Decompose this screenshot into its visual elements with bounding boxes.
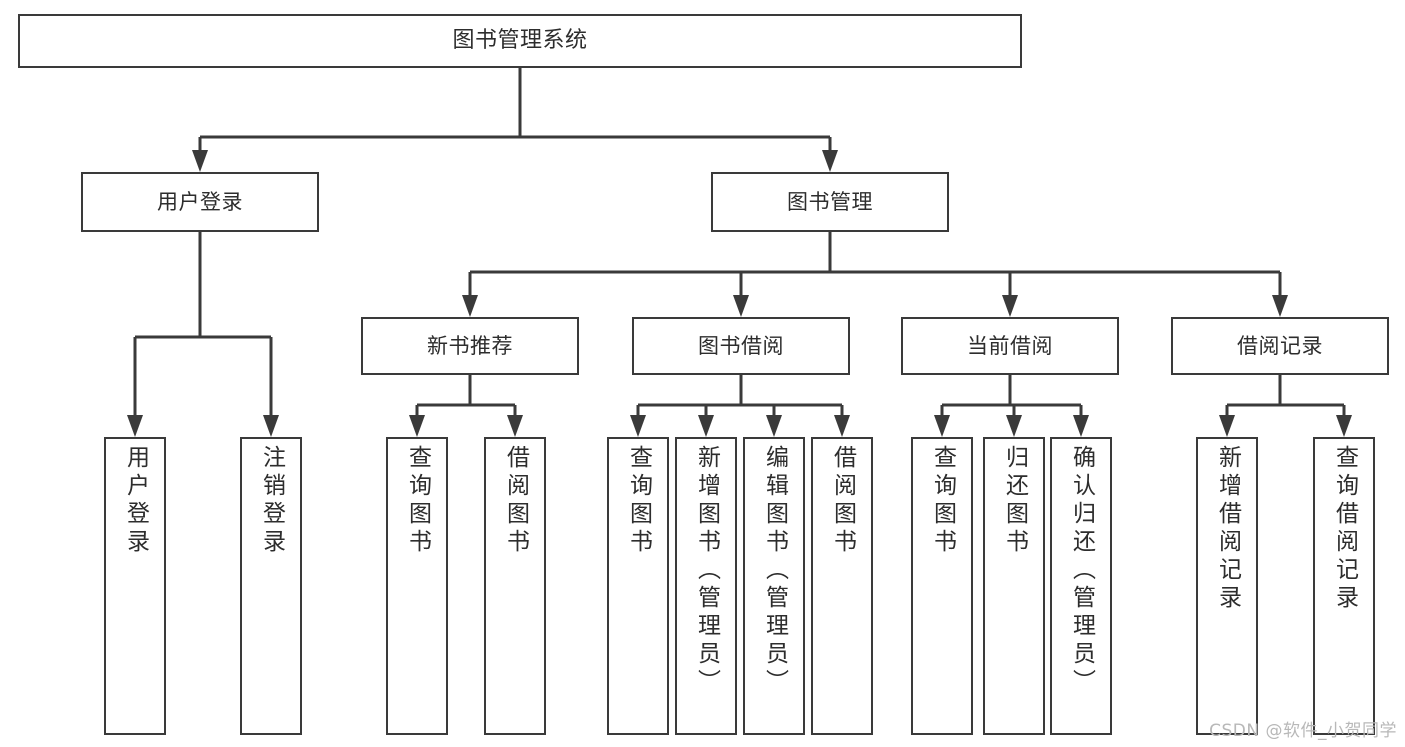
node-label: 图书借阅	[698, 333, 784, 358]
arrowhead	[698, 415, 714, 437]
node-borrow-record[interactable]: 借阅记录	[1171, 317, 1389, 375]
node-leaf-query-book-1[interactable]: 查询图书	[386, 437, 448, 735]
arrowhead	[192, 150, 208, 172]
node-label: 借阅图书	[502, 445, 529, 557]
node-label: 图书管理	[787, 189, 873, 214]
node-leaf-user-logout[interactable]: 注销登录	[240, 437, 302, 735]
node-root[interactable]: 图书管理系统	[18, 14, 1022, 68]
node-label: 确认归还（管理员）	[1068, 445, 1095, 697]
arrowhead	[630, 415, 646, 437]
node-leaf-edit-book[interactable]: 编辑图书（管理员）	[743, 437, 805, 735]
node-label: 查询图书	[625, 445, 652, 557]
node-label: 查询图书	[404, 445, 431, 557]
node-leaf-borrow-book-2[interactable]: 借阅图书	[811, 437, 873, 735]
node-leaf-add-book[interactable]: 新增图书（管理员）	[675, 437, 737, 735]
node-user-login[interactable]: 用户登录	[81, 172, 319, 232]
arrowhead	[1006, 415, 1022, 437]
node-label: 编辑图书（管理员）	[761, 445, 788, 697]
arrowhead	[127, 415, 143, 437]
arrowhead	[834, 415, 850, 437]
node-leaf-user-login[interactable]: 用户登录	[104, 437, 166, 735]
arrowhead	[462, 295, 478, 317]
node-label: 注销登录	[258, 445, 285, 557]
arrowhead	[263, 415, 279, 437]
node-label: 当前借阅	[967, 333, 1053, 358]
node-leaf-query-record[interactable]: 查询借阅记录	[1313, 437, 1375, 735]
node-label: 查询图书	[929, 445, 956, 557]
arrowhead	[409, 415, 425, 437]
node-label: 用户登录	[157, 189, 243, 214]
arrowhead	[733, 295, 749, 317]
node-leaf-query-book-3[interactable]: 查询图书	[911, 437, 973, 735]
node-label: 借阅记录	[1237, 333, 1323, 358]
node-label: 查询借阅记录	[1331, 445, 1358, 613]
arrowhead	[1073, 415, 1089, 437]
node-leaf-query-book-2[interactable]: 查询图书	[607, 437, 669, 735]
arrowhead	[1002, 295, 1018, 317]
arrowhead	[1272, 295, 1288, 317]
node-label: 用户登录	[122, 445, 149, 557]
arrowhead	[934, 415, 950, 437]
node-label: 新增借阅记录	[1214, 445, 1241, 613]
node-label: 图书管理系统	[452, 28, 588, 54]
arrowhead	[822, 150, 838, 172]
node-book-borrow[interactable]: 图书借阅	[632, 317, 850, 375]
node-current-borrow[interactable]: 当前借阅	[901, 317, 1119, 375]
watermark: CSDN @软件_小贺同学	[1209, 721, 1397, 741]
node-new-book-recommend[interactable]: 新书推荐	[361, 317, 579, 375]
arrowhead	[1219, 415, 1235, 437]
arrowhead	[507, 415, 523, 437]
node-label: 新书推荐	[427, 333, 513, 358]
node-leaf-return-book[interactable]: 归还图书	[983, 437, 1045, 735]
node-label: 借阅图书	[829, 445, 856, 557]
arrowhead	[1336, 415, 1352, 437]
node-book-manage[interactable]: 图书管理	[711, 172, 949, 232]
node-leaf-confirm-return[interactable]: 确认归还（管理员）	[1050, 437, 1112, 735]
node-leaf-add-record[interactable]: 新增借阅记录	[1196, 437, 1258, 735]
node-leaf-borrow-book-1[interactable]: 借阅图书	[484, 437, 546, 735]
arrowhead	[766, 415, 782, 437]
node-label: 归还图书	[1001, 445, 1028, 557]
node-label: 新增图书（管理员）	[693, 445, 720, 697]
